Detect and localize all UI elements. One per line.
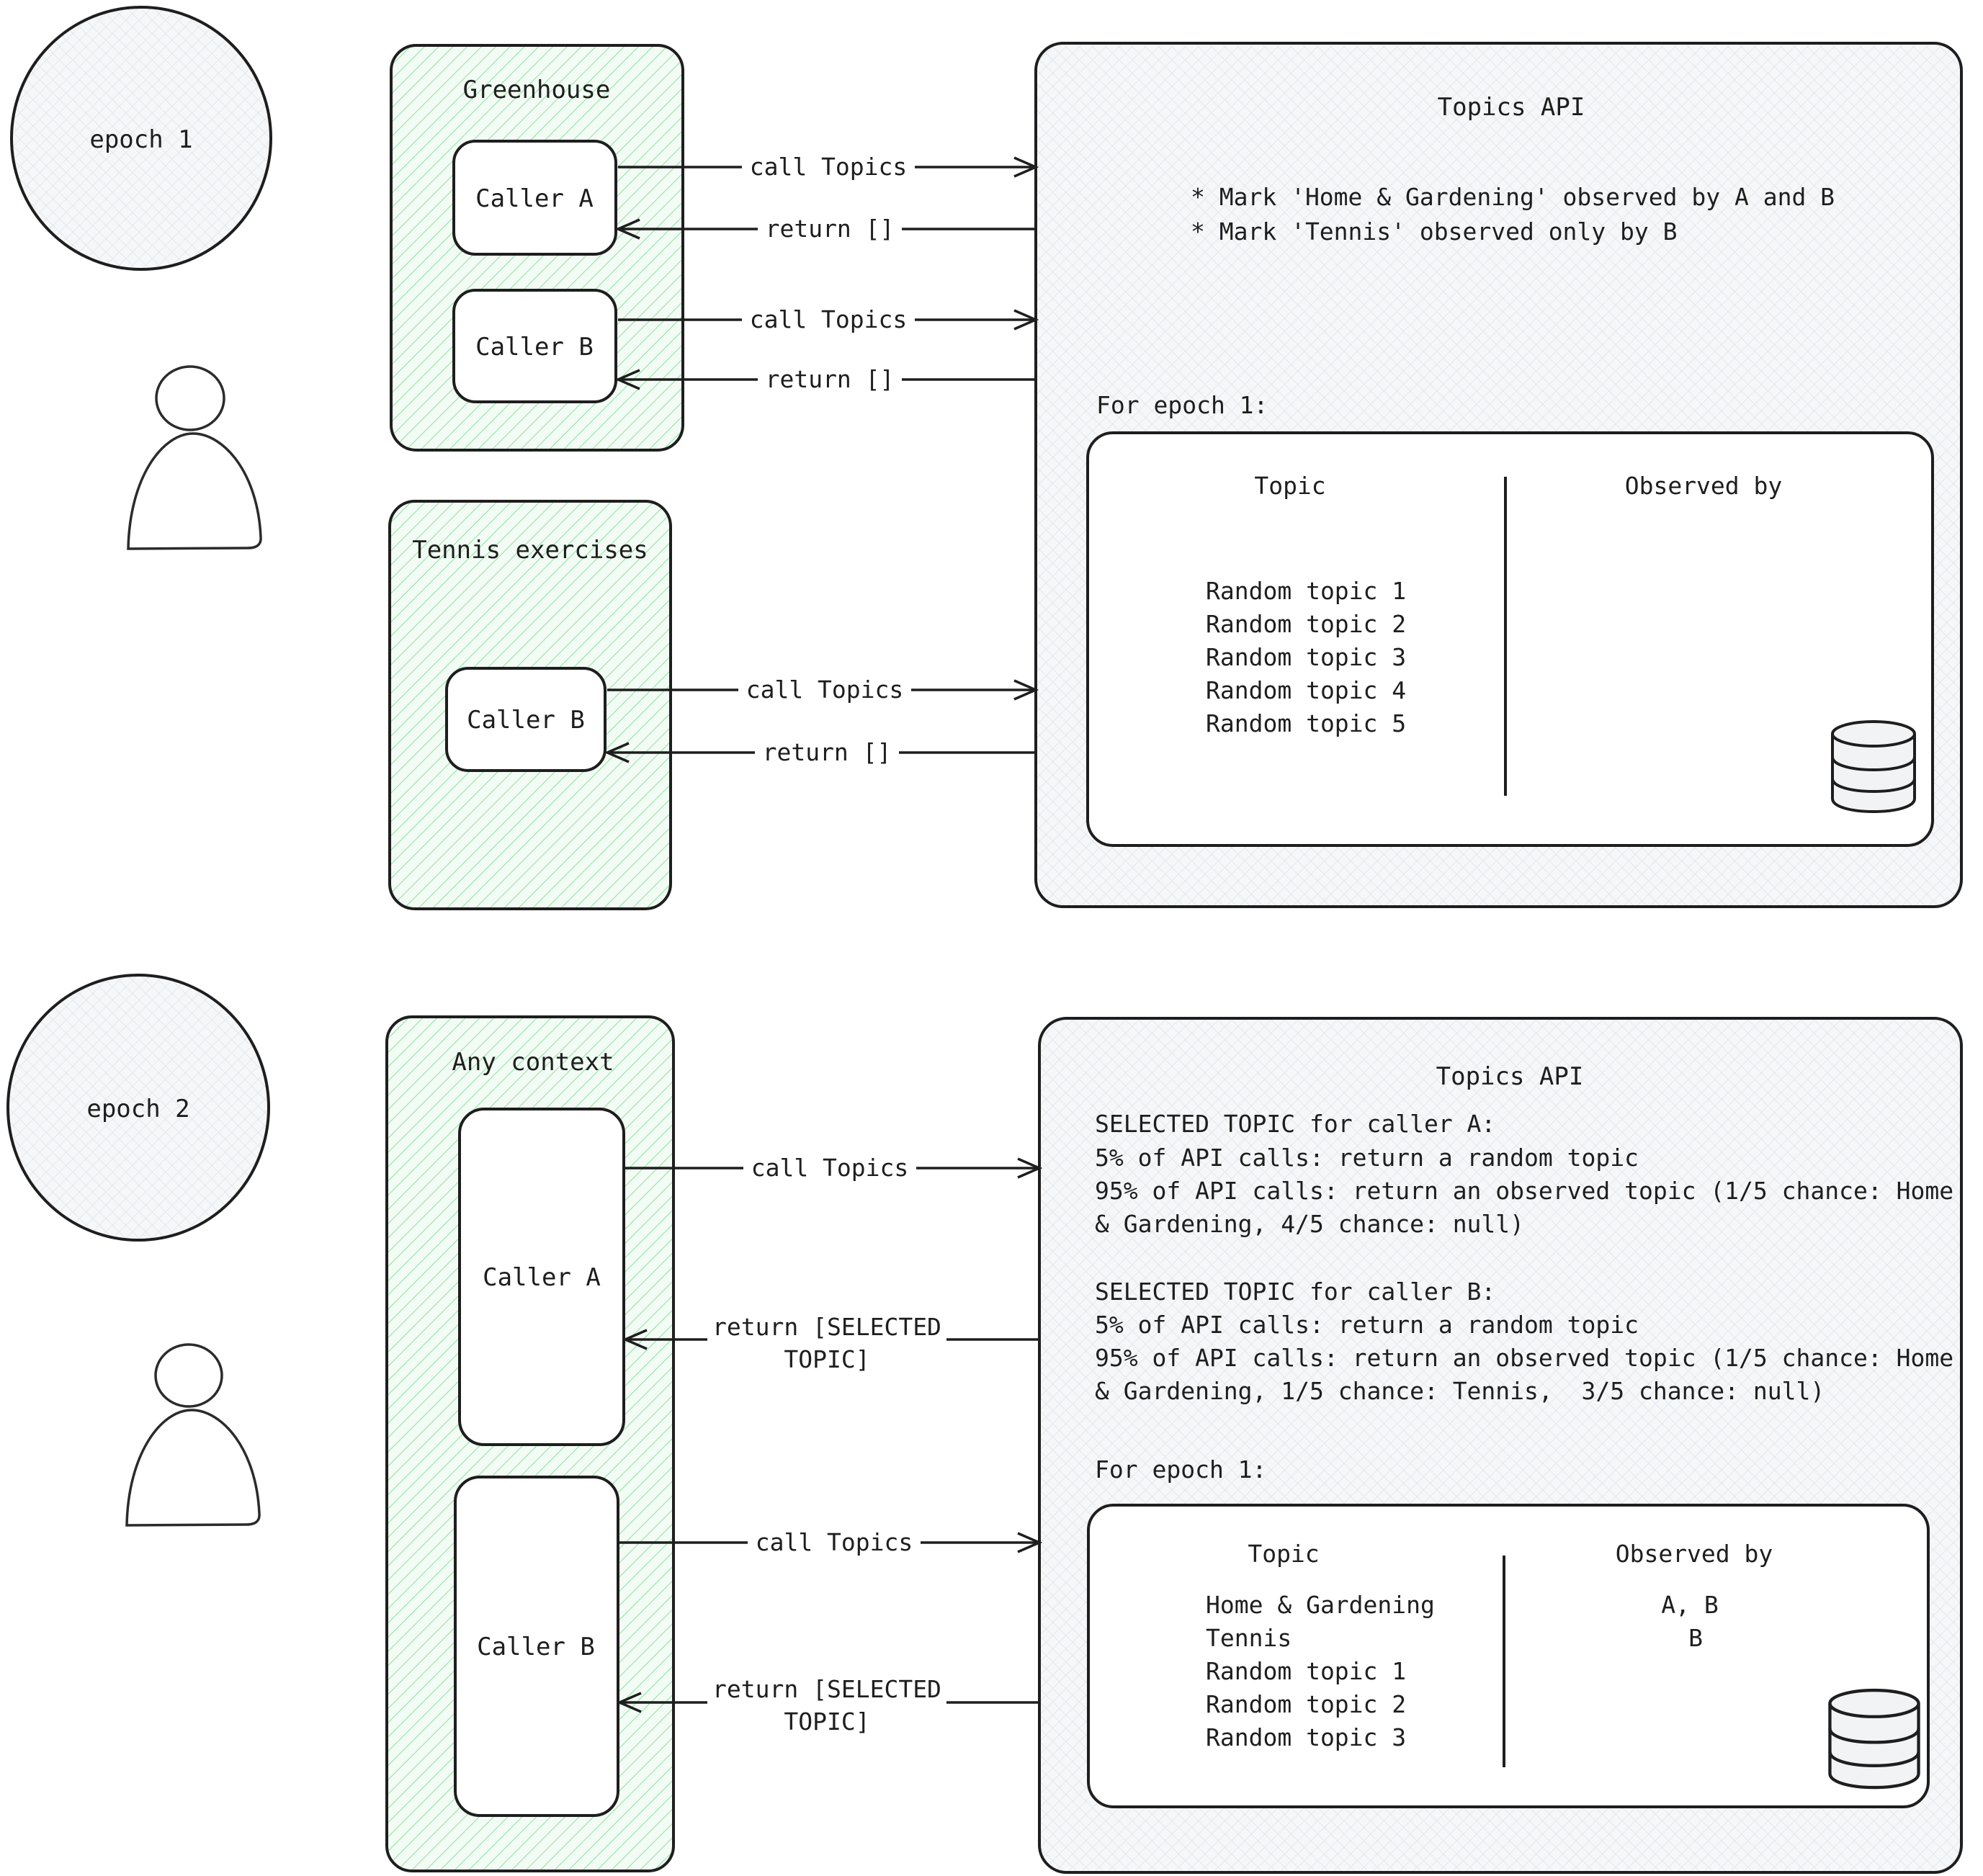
epoch-1-circle: epoch 1 xyxy=(10,6,272,271)
epoch-2-section: epoch 2 Any context Caller A Caller B To… xyxy=(6,974,1963,1874)
for-epoch-1-label-top: For epoch 1: xyxy=(1096,391,1268,419)
tennis-exercises-title: Tennis exercises xyxy=(412,536,648,565)
table-row-topic: Random topic 2 xyxy=(1206,610,1406,638)
selection-line: 5% of API calls: return a random topic xyxy=(1095,1144,1639,1172)
for-epoch-1-label-bottom: For epoch 1: xyxy=(1095,1455,1266,1484)
table-row-topic: Random topic 1 xyxy=(1206,577,1406,605)
topics-api-box-2: Topics API SELECTED TOPIC for caller A: … xyxy=(1038,1017,1963,1874)
caller-a-box: Caller A xyxy=(452,140,617,256)
arrows-epoch-1: call Topics return [] call Topics return… xyxy=(607,151,1036,768)
arrow-label-return-selected-b-line2: TOPIC] xyxy=(784,1707,869,1736)
selection-line: 95% of API calls: return an observed top… xyxy=(1095,1344,1953,1372)
table-row-observed: A, B xyxy=(1661,1591,1718,1619)
epoch-2-circle: epoch 2 xyxy=(6,974,270,1242)
caller-a-box-epoch2: Caller A xyxy=(458,1108,625,1446)
table-row-topic: Random topic 3 xyxy=(1206,643,1406,671)
database-icon xyxy=(1831,720,1916,814)
caller-b-tennis-box: Caller B xyxy=(445,667,606,772)
table-row-topic: Random topic 3 xyxy=(1206,1723,1406,1751)
column-header-observed-1: Observed by xyxy=(1625,472,1783,500)
epoch-1-label: epoch 1 xyxy=(89,125,192,154)
arrow-label-call-topics-b: call Topics xyxy=(750,305,908,333)
epoch-2-label: epoch 2 xyxy=(86,1095,189,1123)
database-icon xyxy=(1828,1688,1920,1790)
column-header-observed-2: Observed by xyxy=(1616,1540,1773,1568)
tennis-exercises-container: Tennis exercises Caller B xyxy=(388,500,672,910)
table-row-topic: Random topic 2 xyxy=(1206,1690,1406,1718)
greenhouse-container: Greenhouse Caller A Caller B xyxy=(390,44,684,452)
arrow-label-return-tennis: return [] xyxy=(763,738,892,766)
topics-table-2: Topic Observed by Home & Gardening Tenni… xyxy=(1087,1504,1930,1808)
table-row-topic: Home & Gardening xyxy=(1206,1591,1435,1619)
table-row-topic: Tennis xyxy=(1206,1624,1292,1652)
table-row-topic: Random topic 4 xyxy=(1206,676,1406,704)
selection-line: SELECTED TOPIC for caller A: xyxy=(1095,1110,1495,1138)
bullet-home-gardening: * Mark 'Home & Gardening' observed by A … xyxy=(1191,183,1835,211)
bullet-tennis: * Mark 'Tennis' observed only by B xyxy=(1191,217,1678,246)
topics-api-title-2: Topics API xyxy=(1436,1062,1584,1091)
caller-b-label: Caller B xyxy=(475,333,594,362)
table-row-observed: B xyxy=(1688,1624,1703,1652)
arrow-label-call-topics-b-epoch2: call Topics xyxy=(756,1528,913,1556)
selection-line: & Gardening, 4/5 chance: null) xyxy=(1095,1210,1524,1238)
greenhouse-title: Greenhouse xyxy=(463,76,611,104)
table-row-topic: Random topic 1 xyxy=(1206,1657,1406,1685)
arrow-label-return-a: return [] xyxy=(766,215,895,243)
arrow-label-return-b: return [] xyxy=(766,365,895,393)
table-row-topic: Random topic 5 xyxy=(1206,709,1406,737)
arrow-label-call-topics-tennis: call Topics xyxy=(746,676,904,704)
column-header-topic-1: Topic xyxy=(1254,472,1325,500)
arrow-label-call-topics-a: call Topics xyxy=(750,153,908,181)
caller-b-label-epoch2: Caller B xyxy=(477,1633,595,1661)
topics-api-title-1: Topics API xyxy=(1438,93,1585,122)
topics-api-box-1: Topics API * Mark 'Home & Gardening' obs… xyxy=(1034,42,1963,908)
topics-table-1: Topic Observed by Random topic 1 Random … xyxy=(1086,431,1934,847)
epoch-1-section: epoch 1 Greenhouse Caller A Caller B Ten… xyxy=(10,6,1963,910)
selection-line: 95% of API calls: return an observed top… xyxy=(1095,1177,1953,1205)
selection-line: 5% of API calls: return a random topic xyxy=(1095,1311,1639,1339)
caller-b-box: Caller B xyxy=(452,289,617,403)
arrows-epoch-2: call Topics return [SELECTED TOPIC] call… xyxy=(619,1152,1039,1737)
caller-a-label-epoch2: Caller A xyxy=(483,1263,601,1292)
selection-line: SELECTED TOPIC for caller B: xyxy=(1095,1278,1495,1306)
selection-line: & Gardening, 1/5 chance: Tennis, 3/5 cha… xyxy=(1095,1377,1825,1405)
caller-b-box-epoch2: Caller B xyxy=(454,1476,619,1817)
caller-b-tennis-label: Caller B xyxy=(467,706,585,735)
arrow-label-return-selected-b-line1: return [SELECTED xyxy=(712,1675,941,1703)
column-header-topic-2: Topic xyxy=(1248,1540,1319,1568)
person-icon xyxy=(125,1343,261,1527)
caller-a-label: Caller A xyxy=(475,184,594,213)
any-context-title: Any context xyxy=(452,1048,614,1077)
person-icon xyxy=(127,365,262,550)
arrow-label-call-topics-a-epoch2: call Topics xyxy=(751,1154,909,1182)
any-context-container: Any context Caller A Caller B xyxy=(385,1015,675,1872)
arrow-label-return-selected-a-line1: return [SELECTED xyxy=(712,1313,941,1341)
arrow-label-return-selected-a-line2: TOPIC] xyxy=(784,1345,869,1373)
